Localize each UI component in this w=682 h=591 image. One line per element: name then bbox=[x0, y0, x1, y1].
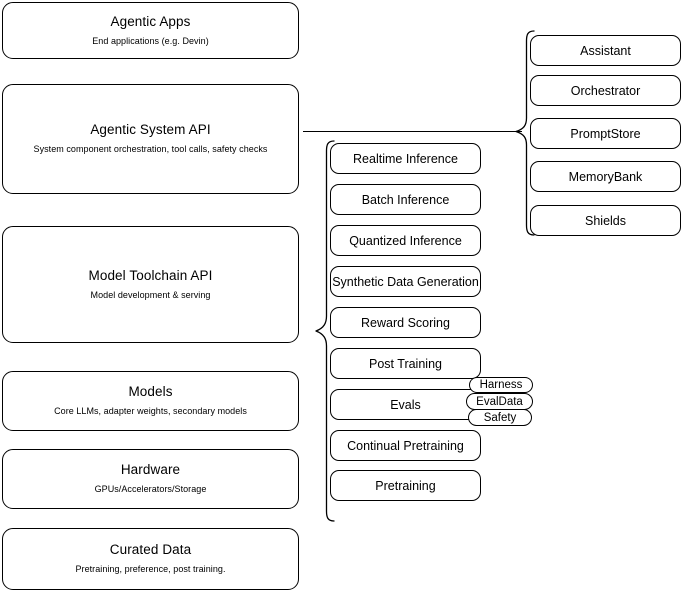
node-label: Realtime Inference bbox=[353, 151, 458, 166]
node-label: Reward Scoring bbox=[361, 315, 450, 330]
layer-box-curated-data[interactable]: Curated Data Pretraining, preference, po… bbox=[2, 528, 299, 590]
toolchain-node-post-training[interactable]: Post Training bbox=[330, 348, 481, 379]
layer-box-agentic-apps[interactable]: Agentic Apps End applications (e.g. Devi… bbox=[2, 2, 299, 59]
node-label: Evals bbox=[390, 397, 421, 412]
system-api-connector-line bbox=[303, 130, 522, 132]
eval-badge-harness[interactable]: Harness bbox=[469, 377, 533, 393]
layer-box-hardware[interactable]: Hardware GPUs/Accelerators/Storage bbox=[2, 449, 299, 509]
toolchain-node-continual-pretraining[interactable]: Continual Pretraining bbox=[330, 430, 481, 461]
system-node-memorybank[interactable]: MemoryBank bbox=[530, 161, 681, 192]
node-label: Orchestrator bbox=[570, 83, 641, 98]
node-label: Post Training bbox=[369, 356, 442, 371]
layer-subtitle: GPUs/Accelerators/Storage bbox=[94, 484, 207, 495]
layer-title: Curated Data bbox=[109, 542, 192, 558]
eval-badge-safety[interactable]: Safety bbox=[468, 409, 532, 426]
brace-path bbox=[315, 140, 335, 522]
toolchain-node-synthetic-data-generation[interactable]: Synthetic Data Generation bbox=[330, 266, 481, 297]
toolchain-node-realtime-inference[interactable]: Realtime Inference bbox=[330, 143, 481, 174]
layer-title: Agentic System API bbox=[90, 122, 211, 138]
badge-label: Harness bbox=[479, 379, 523, 391]
node-label: Batch Inference bbox=[361, 192, 450, 207]
system-node-assistant[interactable]: Assistant bbox=[530, 35, 681, 66]
node-label: Shields bbox=[585, 213, 626, 228]
toolchain-brace bbox=[315, 140, 335, 522]
system-node-promptstore[interactable]: PromptStore bbox=[530, 118, 681, 149]
toolchain-node-batch-inference[interactable]: Batch Inference bbox=[330, 184, 481, 215]
node-label: Pretraining bbox=[375, 478, 436, 493]
system-node-orchestrator[interactable]: Orchestrator bbox=[530, 75, 681, 106]
layer-box-models[interactable]: Models Core LLMs, adapter weights, secon… bbox=[2, 371, 299, 431]
badge-label: Safety bbox=[483, 411, 517, 424]
layer-title: Agentic Apps bbox=[110, 13, 191, 29]
system-node-shields[interactable]: Shields bbox=[530, 205, 681, 236]
badge-label: EvalData bbox=[476, 395, 523, 408]
layer-title: Hardware bbox=[120, 462, 181, 478]
brace-path bbox=[515, 30, 535, 236]
layer-subtitle: Core LLMs, adapter weights, secondary mo… bbox=[54, 406, 247, 417]
layer-subtitle: Pretraining, preference, post training. bbox=[75, 564, 226, 575]
eval-badge-evaldata[interactable]: EvalData bbox=[466, 393, 533, 410]
layer-title: Model Toolchain API bbox=[88, 267, 213, 283]
node-label: Quantized Inference bbox=[349, 233, 462, 248]
node-label: PromptStore bbox=[570, 126, 641, 141]
layer-subtitle: Model development & serving bbox=[90, 289, 211, 300]
node-label: Continual Pretraining bbox=[347, 438, 464, 453]
layer-subtitle: End applications (e.g. Devin) bbox=[92, 35, 209, 46]
system-components-brace bbox=[515, 30, 535, 236]
layer-title: Models bbox=[128, 384, 173, 400]
toolchain-node-quantized-inference[interactable]: Quantized Inference bbox=[330, 225, 481, 256]
toolchain-node-evals[interactable]: Evals bbox=[330, 389, 481, 420]
layer-box-agentic-system-api[interactable]: Agentic System API System component orch… bbox=[2, 84, 299, 194]
layer-subtitle: System component orchestration, tool cal… bbox=[33, 144, 268, 155]
layer-box-model-toolchain-api[interactable]: Model Toolchain API Model development & … bbox=[2, 226, 299, 343]
toolchain-node-pretraining[interactable]: Pretraining bbox=[330, 470, 481, 501]
node-label: MemoryBank bbox=[568, 169, 643, 184]
node-label: Assistant bbox=[580, 43, 631, 58]
node-label: Synthetic Data Generation bbox=[332, 274, 479, 289]
toolchain-node-reward-scoring[interactable]: Reward Scoring bbox=[330, 307, 481, 338]
